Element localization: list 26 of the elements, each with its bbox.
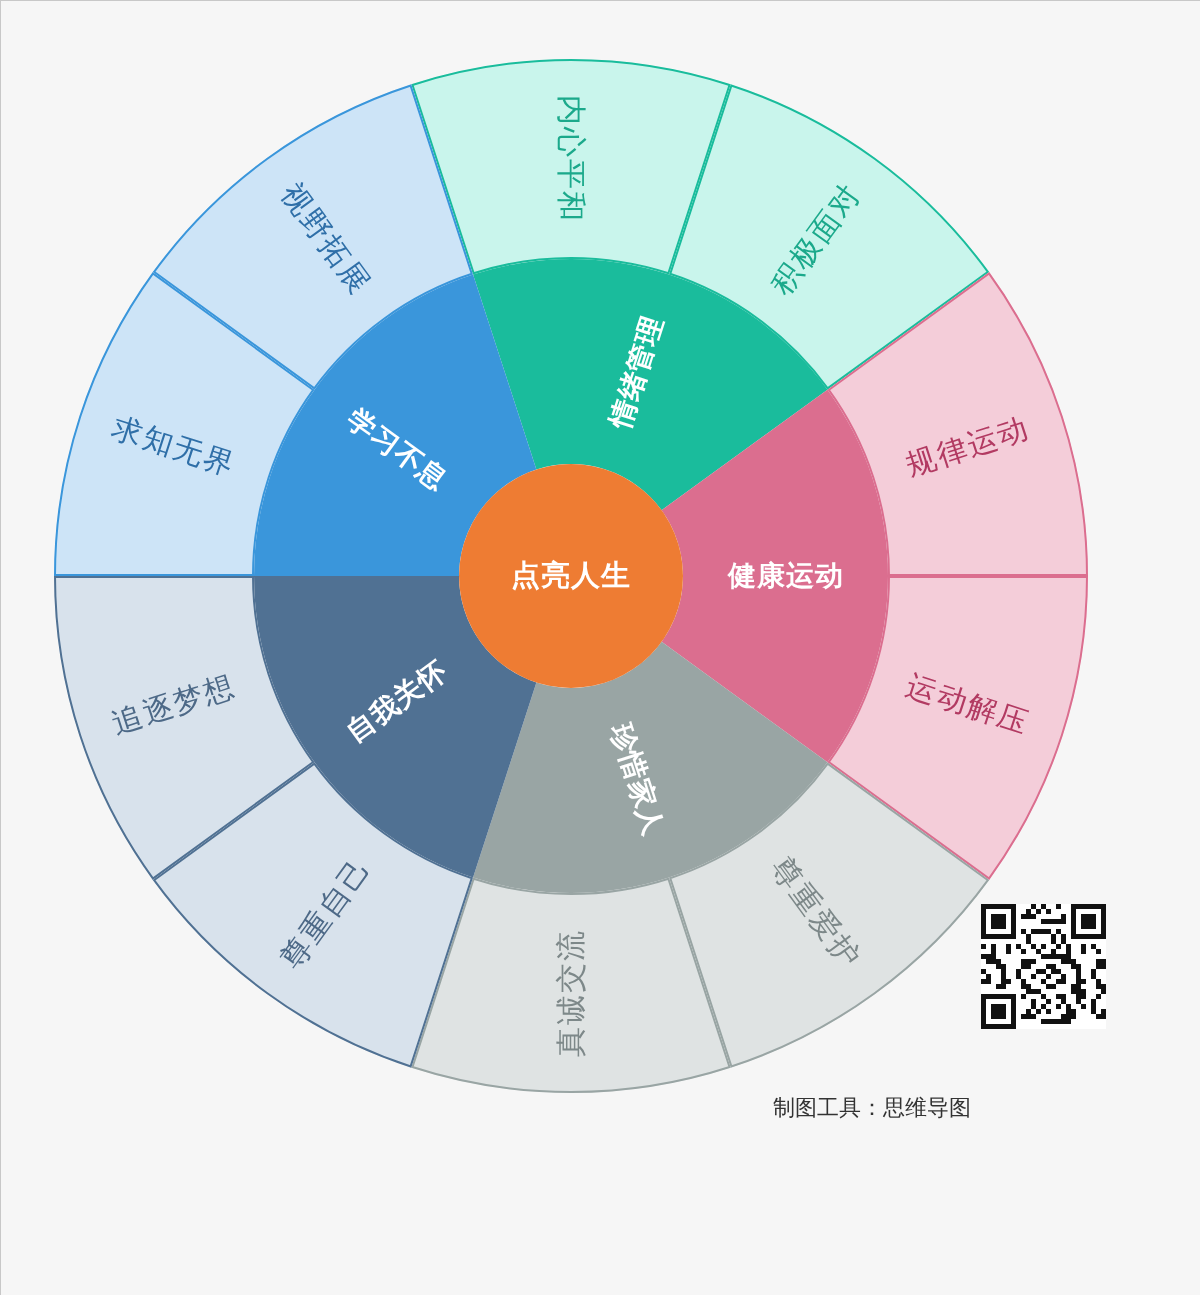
topic-label: 运动解压: [901, 668, 1034, 742]
inner-ring-segment: [661, 389, 888, 763]
topic-label: 视野拓展: [274, 176, 378, 301]
category-label: 学习不息: [340, 402, 454, 497]
category-label: 自我关怀: [340, 655, 454, 750]
topic-label: 求知无界: [108, 410, 241, 484]
topic-label: 追逐梦想: [108, 668, 241, 742]
outer-ring-segment: [668, 84, 990, 390]
outer-ring-segment: [54, 576, 315, 880]
topic-label: 尊重自己: [274, 851, 378, 976]
category-label: 健康运动: [728, 559, 844, 593]
credit-text: 制图工具：思维导图: [773, 1095, 971, 1122]
center-label: 点亮人生: [511, 559, 631, 593]
outer-ring-segment: [411, 59, 731, 275]
outer-ring-segment: [54, 272, 315, 576]
topic-label: 规律运动: [901, 410, 1034, 484]
topic-label: 真诚交流: [553, 929, 589, 1057]
outer-ring-segment: [152, 84, 474, 390]
category-label: 珍惜家人: [604, 720, 671, 841]
outer-ring-segment: [668, 762, 990, 1068]
topic-label: 内心平和: [553, 95, 589, 223]
category-label: 情绪管理: [604, 311, 671, 432]
topic-label: 积极面对: [764, 176, 868, 301]
outer-ring-segment: [411, 877, 731, 1093]
outer-ring-segment: [152, 762, 474, 1068]
topic-label: 尊重爱护: [764, 851, 868, 976]
